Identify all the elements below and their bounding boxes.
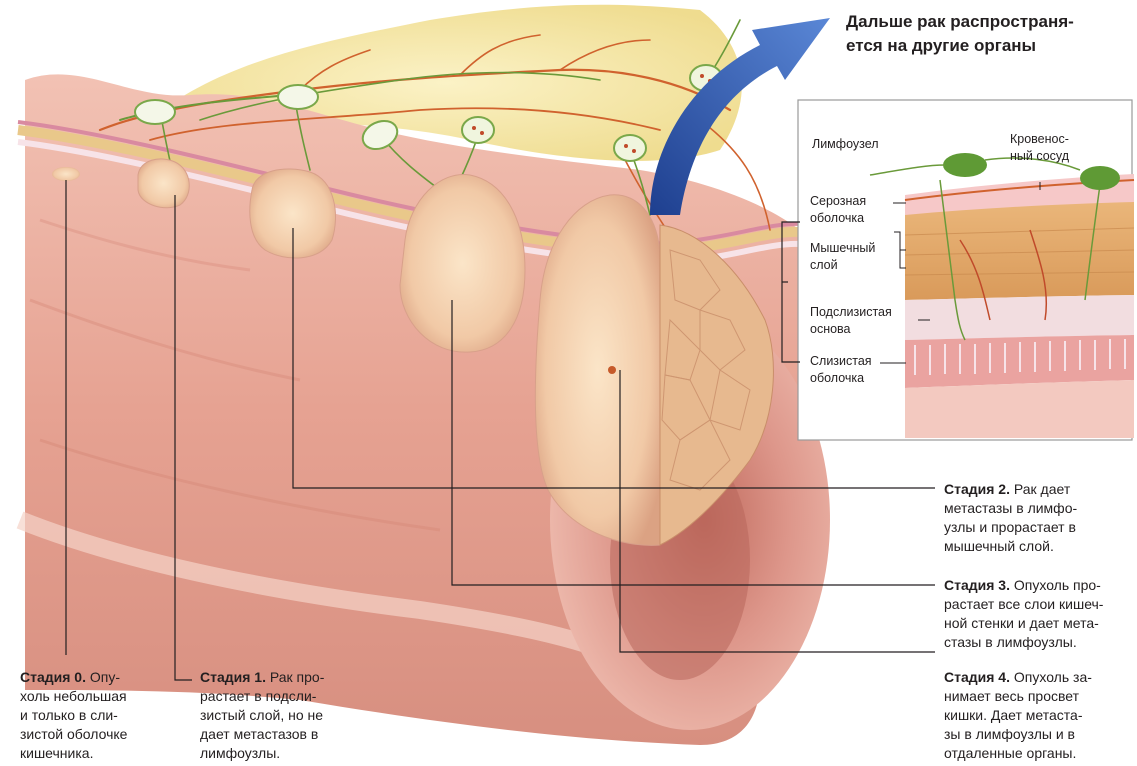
haustral-fold <box>39 218 251 272</box>
tumor-stage-2 <box>249 168 337 259</box>
tumor-stage-1 <box>137 158 190 209</box>
stage-4-line-3: кишки. Дает метаста- <box>944 707 1083 723</box>
tumor-stage-0 <box>52 167 80 181</box>
stage-4-line-1: Опухоль за- <box>1009 669 1092 685</box>
label-lymph-node: Лимфоузел <box>812 137 879 151</box>
stage-2-line-4: мышечный слой. <box>944 538 1054 554</box>
stage-1-line-3: зистый слой, но не <box>200 707 324 723</box>
title-line-2: ется на другие органы <box>846 36 1037 55</box>
stage-2-line-2: метастазы в лимфо- <box>944 500 1078 516</box>
stage-1-heading: Стадия 1. <box>200 669 266 685</box>
haustral-fold <box>39 438 441 532</box>
stage-1-line-1: Рак про- <box>265 669 325 685</box>
tumors <box>52 158 774 546</box>
stage-0-line-2: холь небольшая <box>20 688 127 704</box>
label-mucosa-line-2: оболочка <box>810 371 865 385</box>
tumor-stage-3 <box>399 173 526 353</box>
label-serous-membrane: Серозная оболочка <box>810 193 866 227</box>
mesenteric-fat <box>150 4 742 161</box>
stage-2-caption: Стадия 2. Рак дает метастазы в лимфо- уз… <box>944 480 1134 556</box>
label-muscle-line-1: Мышечный <box>810 241 876 255</box>
vessels <box>98 19 771 251</box>
stage-1-caption: Стадия 1. Рак про- растает в подсли- зис… <box>200 668 380 763</box>
label-muscle-line-2: слой <box>810 258 838 272</box>
stage-3-line-2: растает все слои кишеч- <box>944 596 1104 612</box>
stage-0-caption: Стадия 0. Опу- холь небольшая и только в… <box>20 668 180 763</box>
inset-leaders <box>880 182 1041 364</box>
label-blood-vessel: Кровенос- ный сосуд <box>1010 131 1069 165</box>
metastasis-arrow <box>650 18 830 215</box>
stage-0-line-3: и только в сли- <box>20 707 118 723</box>
stage-3-line-3: ной стенки и дает мета- <box>944 615 1099 631</box>
label-submucosa-line-1: Подслизистая <box>810 305 892 319</box>
metastasis-title: Дальше рак распространя- ется на другие … <box>846 10 1131 58</box>
stage-0-line-1: Опу- <box>85 669 121 685</box>
tumor-stage-4 <box>534 194 661 546</box>
stage-4-line-5: отдаленные органы. <box>944 745 1077 761</box>
stage-4-line-4: зы в лимфоузлы и в <box>944 726 1075 742</box>
stage-2-heading: Стадия 2. <box>944 481 1010 497</box>
stage-2-line-3: узлы и прорастает в <box>944 519 1076 535</box>
inset-wall-layers <box>869 153 1135 438</box>
label-blood-vessel-line-1: Кровенос- <box>1010 132 1069 146</box>
haustral-fold <box>29 298 301 382</box>
stage-3-heading: Стадия 3. <box>944 577 1010 593</box>
title-line-1: Дальше рак распространя- <box>846 12 1074 31</box>
label-submucosa: Подслизистая основа <box>810 304 892 338</box>
stage-4-heading: Стадия 4. <box>944 669 1010 685</box>
label-muscle-layer: Мышечный слой <box>810 240 875 274</box>
stage-1-line-4: дает метастазов в <box>200 726 319 742</box>
label-blood-vessel-line-2: ный сосуд <box>1010 149 1070 163</box>
stage-1-line-5: лимфоузлы. <box>200 745 281 761</box>
lymph-nodes <box>134 64 723 162</box>
stage-0-line-4: зистой оболочке <box>20 726 128 742</box>
label-serous-line-2: оболочка <box>810 211 865 225</box>
label-serous-line-1: Серозная <box>810 194 867 208</box>
label-mucosa-line-1: Слизистая <box>810 354 872 368</box>
label-mucosa: Слизистая оболочка <box>810 353 872 387</box>
stage-0-line-5: кишечника. <box>20 745 94 761</box>
stage-3-line-4: стазы в лимфоузлы. <box>944 634 1077 650</box>
stage-4-caption: Стадия 4. Опухоль за- нимает весь просве… <box>944 668 1134 763</box>
stage-1-line-2: растает в подсли- <box>200 688 317 704</box>
label-submucosa-line-2: основа <box>810 322 851 336</box>
stage-3-line-1: Опухоль про- <box>1009 577 1101 593</box>
stage-4-line-2: нимает весь просвет <box>944 688 1080 704</box>
stage-leaders <box>65 180 935 681</box>
stage-0-heading: Стадия 0. <box>20 669 86 685</box>
stage-2-line-1: Рак дает <box>1009 481 1071 497</box>
stage-3-caption: Стадия 3. Опухоль про- растает все слои … <box>944 576 1134 652</box>
